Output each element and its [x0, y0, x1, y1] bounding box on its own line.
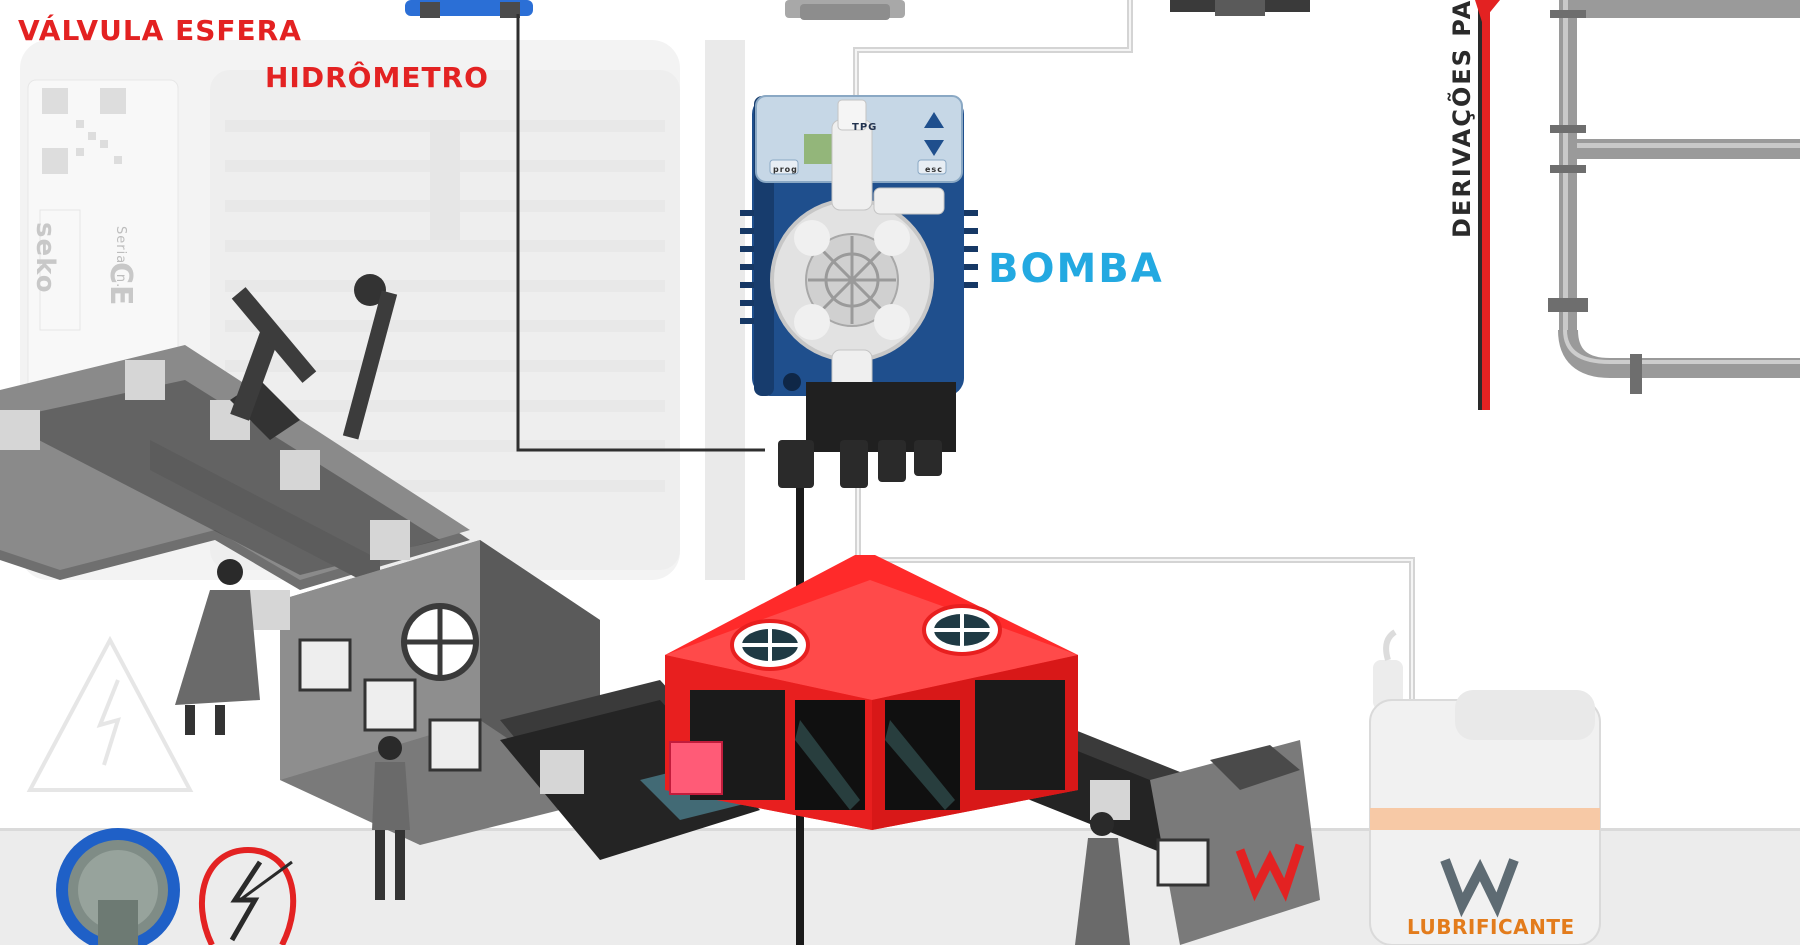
pump-down-button-icon: [924, 140, 944, 156]
plate-brand: seko: [30, 222, 60, 294]
label-derivacoes: DERIVAÇÕES PA: [1448, 0, 1476, 238]
dosing-pump-icon: [740, 95, 978, 488]
label-valvula-esfera: VÁLVULA ESFERA: [18, 14, 302, 47]
robot-arm-icon: [230, 274, 398, 440]
ball-valve-icon: [405, 0, 533, 18]
pump-model: TPG: [852, 122, 878, 133]
worker-icon: [175, 559, 1130, 945]
pump-prog-button: prog: [773, 165, 798, 174]
label-hidrometro: HIDRÔMETRO: [265, 61, 489, 94]
pipe-manifold-icon: [1548, 0, 1800, 394]
conveyor-line-icon: [0, 345, 1320, 945]
electric-bulb-icon: [198, 846, 297, 945]
pump-esc-button: esc: [925, 165, 943, 174]
lubricant-jug-icon: [1369, 629, 1601, 945]
water-meter-icon: [56, 828, 180, 945]
qr-code-icon: [42, 88, 126, 174]
pump-up-button-icon: [924, 112, 944, 128]
red-machine-icon: [665, 555, 1078, 830]
brand-logo-icon: [1235, 843, 1305, 902]
signal-cable: [516, 14, 765, 452]
water-meter-icon: [785, 0, 905, 20]
label-lubrificante: LUBRIFICANTE: [1407, 915, 1575, 939]
fitting-icon: [1170, 0, 1310, 16]
plate-mark: CE: [103, 262, 138, 307]
high-voltage-warning-icon: [26, 635, 194, 792]
label-bomba: BOMBA: [988, 246, 1164, 292]
red-derivation-line: [1482, 0, 1490, 410]
